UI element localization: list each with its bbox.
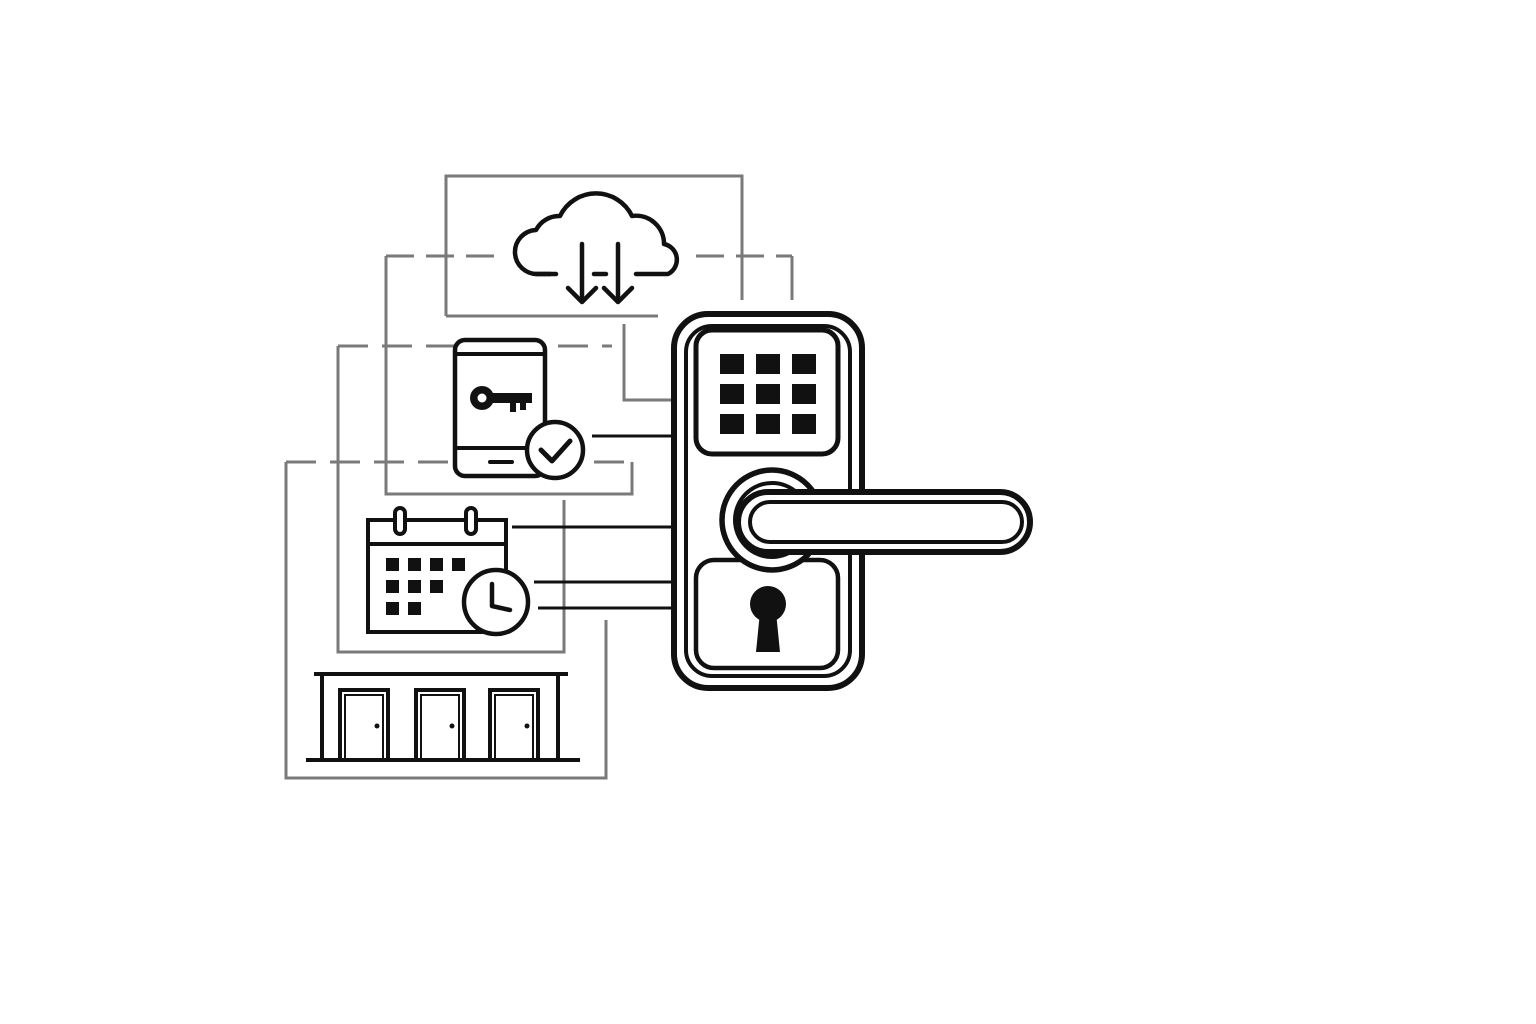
cloud-download-icon [512,191,680,305]
lever-handle-icon [719,467,1033,573]
building-doors-icon [306,672,580,762]
schedule-panel-outline [336,346,566,654]
key-icon [470,386,532,412]
clock-icon [461,567,531,637]
cloud-link-elbow [622,324,684,402]
mobile-panel-outline [384,256,634,496]
check-circle-icon [524,419,586,481]
calendar-grid [386,558,465,615]
cloud-panel-outline [444,174,744,316]
building-panel-outline [284,462,608,780]
door-2 [414,688,466,762]
connector-panels [284,174,794,780]
keyhole-icon [750,586,786,652]
door-1 [338,688,390,762]
keypad-icon [693,327,841,457]
door-3 [488,688,540,762]
smartphone-key-icon [452,337,548,479]
smart-lock-icon [671,311,1033,691]
